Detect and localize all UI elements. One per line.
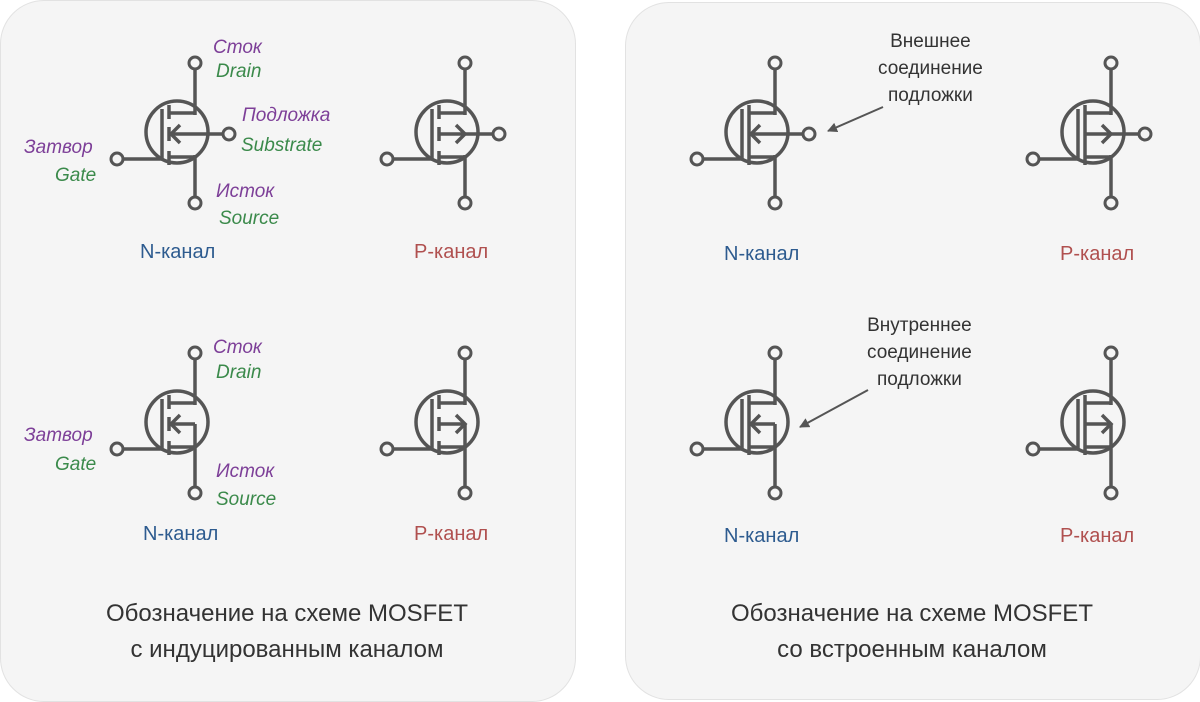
mosfet-body-circle bbox=[414, 389, 480, 455]
note-line: соединение bbox=[878, 58, 983, 79]
gate-terminal bbox=[1025, 441, 1041, 457]
n-channel-mosfet-symbol bbox=[109, 345, 210, 501]
arrow-in-icon bbox=[748, 123, 762, 145]
substrate-terminal bbox=[1137, 126, 1153, 142]
source-terminal bbox=[457, 485, 473, 501]
gate-label-en: Gate bbox=[55, 165, 97, 186]
gate-label-ru: Затвор bbox=[24, 425, 93, 446]
source-terminal bbox=[1103, 195, 1119, 211]
note-line: соединение bbox=[867, 342, 972, 363]
title-line: Обозначение на схеме MOSFET bbox=[106, 600, 468, 627]
gate-terminal bbox=[1025, 151, 1041, 167]
p-channel-mosfet-symbol bbox=[379, 345, 480, 501]
source-label-ru: Исток bbox=[216, 461, 275, 482]
drain-terminal bbox=[457, 55, 473, 71]
note-line: подложки bbox=[888, 85, 973, 106]
gate-terminal bbox=[689, 441, 705, 457]
drain-label-ru: Сток bbox=[213, 337, 262, 358]
gate-terminal bbox=[689, 151, 705, 167]
n-channel-mosfet-symbol bbox=[689, 55, 817, 211]
drain-terminal bbox=[1103, 345, 1119, 361]
p-channel-mosfet-symbol bbox=[1025, 55, 1153, 211]
arrow-out-icon bbox=[454, 123, 468, 145]
mosfet-body-circle bbox=[414, 99, 480, 165]
n-channel-label: N-канал bbox=[140, 241, 216, 263]
substrate-label-en: Substrate bbox=[241, 135, 323, 156]
substrate-terminal bbox=[221, 126, 237, 142]
note-line: подложки bbox=[877, 369, 962, 390]
source-label-en: Source bbox=[219, 208, 280, 229]
internal-substrate-callout-arrow bbox=[799, 389, 869, 428]
substrate-terminal bbox=[801, 126, 817, 142]
note-line: Внешнее bbox=[890, 31, 971, 52]
p-channel-mosfet-symbol bbox=[379, 55, 507, 211]
arrow-in-icon bbox=[168, 413, 182, 435]
p-channel-mosfet-symbol bbox=[1025, 345, 1126, 501]
mosfet-body-circle bbox=[144, 99, 210, 165]
n-channel-label: N-канал bbox=[143, 523, 219, 545]
p-channel-label: P-канал bbox=[414, 241, 489, 263]
drain-label-en: Drain bbox=[216, 362, 262, 383]
drain-label-en: Drain bbox=[216, 61, 262, 82]
panel-title-enhancement: Обозначение на схеме MOSFET с индуцирова… bbox=[0, 596, 574, 668]
arrow-out-icon bbox=[1100, 413, 1114, 435]
n-channel-mosfet-symbol bbox=[109, 55, 237, 211]
drain-terminal bbox=[457, 345, 473, 361]
n-channel-mosfet-symbol bbox=[689, 345, 790, 501]
source-label-ru: Исток bbox=[216, 181, 275, 202]
substrate-terminal bbox=[491, 126, 507, 142]
drain-terminal bbox=[1103, 55, 1119, 71]
external-substrate-note: Внешнее соединение подложки bbox=[878, 28, 983, 109]
gate-terminal bbox=[379, 151, 395, 167]
external-substrate-callout-arrow bbox=[827, 106, 884, 132]
source-terminal bbox=[767, 485, 783, 501]
arrow-in-icon bbox=[168, 123, 182, 145]
drain-terminal bbox=[187, 55, 203, 71]
gate-terminal bbox=[109, 151, 125, 167]
source-terminal bbox=[457, 195, 473, 211]
arrow-in-icon bbox=[748, 413, 762, 435]
arrow-out-icon bbox=[1100, 123, 1114, 145]
title-line: со встроенным каналом bbox=[777, 636, 1047, 663]
p-channel-label: P-канал bbox=[414, 523, 489, 545]
drain-terminal bbox=[187, 345, 203, 361]
gate-label-en: Gate bbox=[55, 454, 97, 475]
n-channel-label: N-канал bbox=[724, 525, 800, 547]
internal-substrate-note: Внутреннее соединение подложки bbox=[867, 312, 972, 393]
title-line: с индуцированным каналом bbox=[130, 636, 444, 663]
mosfet-body-circle bbox=[724, 99, 790, 165]
drain-terminal bbox=[767, 345, 783, 361]
arrow-out-icon bbox=[454, 413, 468, 435]
substrate-label-ru: Подложка bbox=[242, 105, 331, 126]
drain-label-ru: Сток bbox=[213, 37, 262, 58]
source-terminal bbox=[187, 195, 203, 211]
mosfet-body-circle bbox=[724, 389, 790, 455]
mosfet-body-circle bbox=[144, 389, 210, 455]
gate-terminal bbox=[109, 441, 125, 457]
gate-terminal bbox=[379, 441, 395, 457]
panel-enhancement-mosfet bbox=[0, 0, 576, 702]
mosfet-body-circle bbox=[1060, 99, 1126, 165]
title-line: Обозначение на схеме MOSFET bbox=[731, 600, 1093, 627]
mosfet-body-circle bbox=[1060, 389, 1126, 455]
n-channel-label: N-канал bbox=[724, 243, 800, 265]
source-terminal bbox=[1103, 485, 1119, 501]
drain-terminal bbox=[767, 55, 783, 71]
panel-title-depletion: Обозначение на схеме MOSFET со встроенны… bbox=[625, 596, 1199, 668]
source-label-en: Source bbox=[216, 489, 277, 510]
gate-label-ru: Затвор bbox=[24, 137, 93, 158]
p-channel-label: P-канал bbox=[1060, 525, 1135, 547]
source-terminal bbox=[187, 485, 203, 501]
p-channel-label: P-канал bbox=[1060, 243, 1135, 265]
source-terminal bbox=[767, 195, 783, 211]
note-line: Внутреннее bbox=[867, 315, 972, 336]
